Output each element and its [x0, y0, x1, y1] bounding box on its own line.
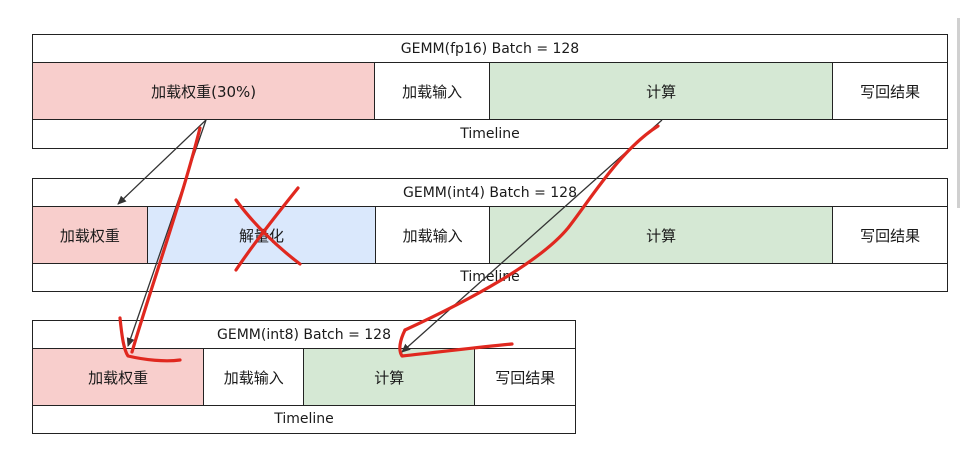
- timeline-label: Timeline: [460, 126, 520, 142]
- stage-compute: 计算: [304, 349, 476, 405]
- diagram-title: GEMM(int4) Batch = 128: [33, 179, 947, 207]
- stage-load-weights: 加载权重(30%): [33, 63, 376, 119]
- timeline-label: Timeline: [274, 411, 334, 427]
- stage-write-back: 写回结果: [475, 349, 576, 405]
- stage-compute: 计算: [490, 207, 834, 263]
- stage-row: 加载权重 解量化 加载输入 计算 写回结果: [33, 207, 947, 264]
- stage-write-back: 写回结果: [833, 63, 947, 119]
- timeline-label: Timeline: [460, 269, 520, 285]
- stage-load-weights: 加载权重: [33, 349, 205, 405]
- scrollbar[interactable]: [957, 18, 960, 208]
- stage-dequantize: 解量化: [147, 207, 377, 263]
- stage-compute: 计算: [490, 63, 834, 119]
- stage-row: 加载权重(30%) 加载输入 计算 写回结果: [33, 63, 947, 120]
- stage-row: 加载权重 加载输入 计算 写回结果: [33, 349, 576, 406]
- gemm-fp16-diagram: GEMM(fp16) Batch = 128 加载权重(30%) 加载输入 计算…: [32, 34, 948, 149]
- diagram-title: GEMM(int8) Batch = 128: [33, 321, 575, 349]
- stage-load-input: 加载输入: [375, 63, 490, 119]
- stage-load-weights: 加载权重: [33, 207, 148, 263]
- stage-load-input: 加载输入: [204, 349, 305, 405]
- diagram-title: GEMM(fp16) Batch = 128: [33, 35, 947, 63]
- stage-write-back: 写回结果: [833, 207, 947, 263]
- gemm-int4-diagram: GEMM(int4) Batch = 128 加载权重 解量化 加载输入 计算 …: [32, 178, 948, 292]
- gemm-int8-diagram: GEMM(int8) Batch = 128 加载权重 加载输入 计算 写回结果…: [32, 320, 576, 434]
- stage-load-input: 加载输入: [376, 207, 490, 263]
